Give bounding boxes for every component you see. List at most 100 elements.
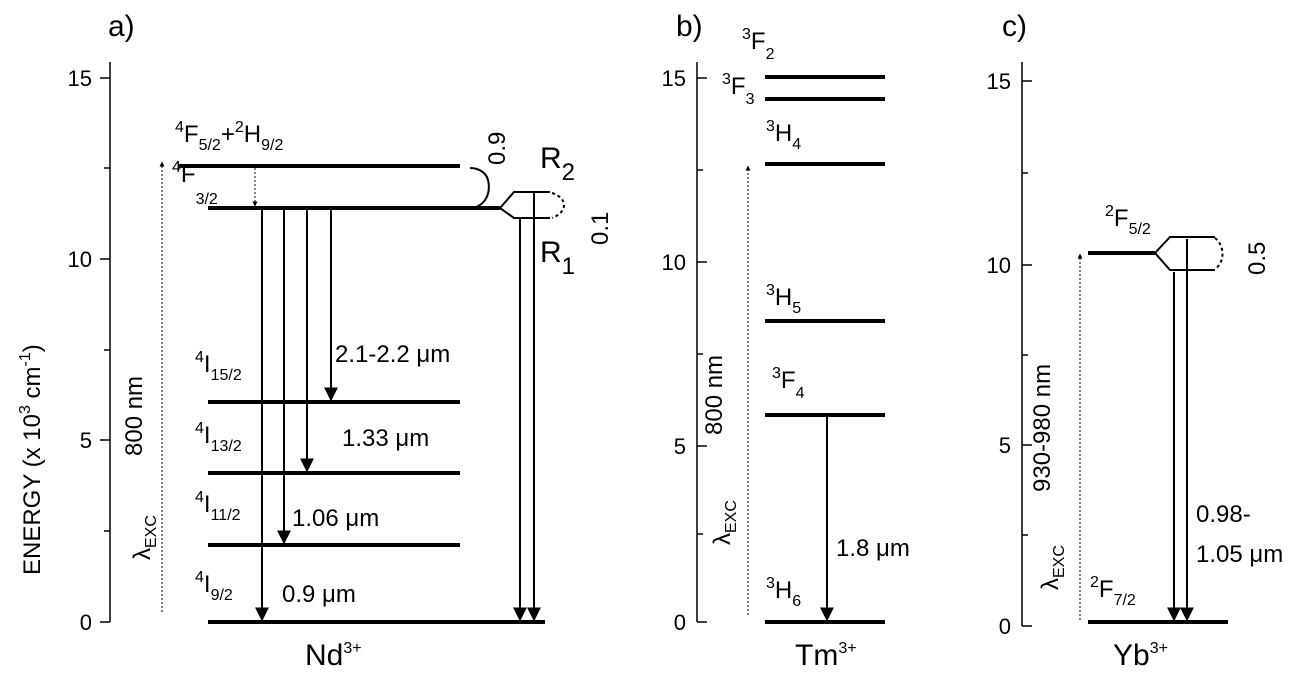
panel-a-tick-label-10: 10 — [68, 247, 92, 272]
panel-a-excitation-wavelength: 800 nm — [121, 376, 148, 456]
label-nd-f32: 4F3/2 — [172, 159, 218, 208]
panel-c-excitation-wavelength: 930-980 nm — [1029, 364, 1056, 492]
panel-b-tick-label-5: 5 — [674, 434, 686, 459]
base: F — [731, 73, 746, 100]
r2-label: R2 — [540, 142, 575, 186]
sup: 2 — [1105, 203, 1114, 220]
y-axis-title-close: ) — [19, 344, 46, 352]
panel-b-label: b) — [676, 10, 703, 43]
label-tm-f2: 3F2 — [742, 26, 775, 63]
nd-branching-curve — [461, 167, 490, 209]
panel-c-label: c) — [1002, 10, 1027, 43]
base: I — [204, 422, 211, 449]
y-axis-title-sup-minus1: -1 — [17, 352, 34, 366]
trans-label-0-9um: 0.9 μm — [282, 581, 356, 608]
yb-ratio-0-5: 0.5 — [1244, 242, 1271, 275]
sup: 2 — [235, 119, 244, 136]
panel-a-axis — [100, 62, 111, 623]
sub: 9/2 — [261, 137, 283, 154]
sup: 3 — [772, 365, 781, 382]
sup: 4 — [195, 569, 204, 586]
label-nd-i132: 4I13/2 — [195, 420, 242, 455]
sup: 3+ — [343, 640, 361, 657]
label-yb-f52: 2F5/2 — [1105, 203, 1151, 238]
base: F — [184, 121, 199, 148]
label-nd-i92: 4I9/2 — [195, 569, 233, 604]
panel-b-tick-label-10: 10 — [662, 250, 686, 275]
r-thermal-coupling — [551, 192, 565, 219]
label-nd-i152: 4I15/2 — [195, 349, 242, 384]
base: H — [775, 120, 792, 147]
panel-c-axis — [1021, 62, 1032, 627]
panel-b-axis — [696, 62, 707, 623]
trans-label-yb-line2: 1.05 μm — [1196, 541, 1283, 568]
r2-branch — [499, 191, 550, 209]
sub: 5 — [792, 300, 801, 317]
base: H — [775, 284, 792, 311]
label-tm-h4: 3H4 — [766, 118, 801, 153]
panel-c-ion-label: Yb3+ — [1113, 639, 1168, 672]
sup: 3 — [766, 282, 775, 299]
sub: 5/2 — [1129, 221, 1151, 238]
sub: 4 — [792, 136, 801, 153]
nd-r-split — [461, 167, 565, 219]
sup: 4 — [172, 159, 181, 176]
trans-label-1-06um: 1.06 μm — [292, 505, 379, 532]
yb-lower-branch — [1154, 252, 1215, 271]
panel-b-tick-label-15: 15 — [662, 66, 686, 91]
panel-a: a) 0 5 10 15 ENERGY (x 103 cm-1) λEXC 80… — [17, 10, 614, 672]
label-tm-f3: 3F3 — [722, 71, 755, 108]
panel-b-levels — [765, 75, 885, 624]
sup: 4 — [195, 420, 204, 437]
panel-a-ion-label: Nd3+ — [305, 639, 362, 672]
base: Tm — [795, 639, 838, 672]
panel-b: b) 0 5 10 15 λEXC 800 nm 3F2 3F3 3H4 — [662, 10, 910, 672]
sub: 15/2 — [211, 367, 242, 384]
panel-c-tick-label-0: 0 — [999, 614, 1011, 639]
sub: 1 — [562, 253, 575, 280]
sub: 7/2 — [1114, 592, 1136, 609]
lambda: λ — [1037, 578, 1064, 590]
base: H — [775, 577, 792, 604]
yb-upper-branch — [1154, 236, 1215, 254]
sup: 3 — [742, 26, 751, 43]
sub: 2 — [562, 159, 575, 186]
sup: 3 — [722, 71, 731, 88]
base: F — [1099, 576, 1114, 603]
sub: 5/2 — [199, 137, 221, 154]
panel-a-lambda-sub: EXC — [143, 515, 160, 548]
nd-ratio-0-9: 0.9 — [484, 132, 511, 165]
sub: 11/2 — [211, 507, 241, 524]
sub: EXC — [723, 500, 740, 533]
sup: 3+ — [1150, 640, 1168, 657]
sup: 2 — [1090, 574, 1099, 591]
trans-label-2-1um: 2.1-2.2 μm — [335, 341, 450, 368]
y-axis-title-main: ENERGY (x 10 — [19, 414, 46, 575]
base: I — [204, 571, 211, 598]
panel-a-label: a) — [108, 10, 135, 43]
nd-ratio-0-1: 0.1 — [587, 212, 614, 245]
panel-a-tick-label-15: 15 — [68, 66, 92, 91]
sub: 2 — [766, 46, 775, 63]
label-yb-f72: 2F7/2 — [1090, 574, 1136, 609]
panel-c-levels — [1088, 251, 1228, 624]
sup: 4 — [175, 119, 184, 136]
panel-c-tick-label-5: 5 — [999, 433, 1011, 458]
sub: 4 — [796, 385, 805, 402]
panel-a-emission-arrows — [255, 192, 541, 622]
y-axis-title-sup3: 3 — [17, 405, 34, 414]
trans-label-1-8um: 1.8 μm — [836, 535, 910, 562]
base: I — [204, 491, 211, 518]
label-tm-h5: 3H5 — [766, 282, 801, 317]
r1-label: R1 — [540, 236, 575, 280]
panel-a-excitation-label: λEXC — [129, 515, 160, 560]
base: R — [540, 142, 562, 175]
sup: 3 — [766, 118, 775, 135]
plus: + — [221, 121, 235, 148]
base: F — [181, 161, 196, 188]
base: Nd — [305, 639, 343, 672]
base: I — [204, 351, 211, 378]
label-nd-f52-h92: 4F5/2+2H9/2 — [175, 119, 283, 154]
base: R — [540, 236, 562, 269]
